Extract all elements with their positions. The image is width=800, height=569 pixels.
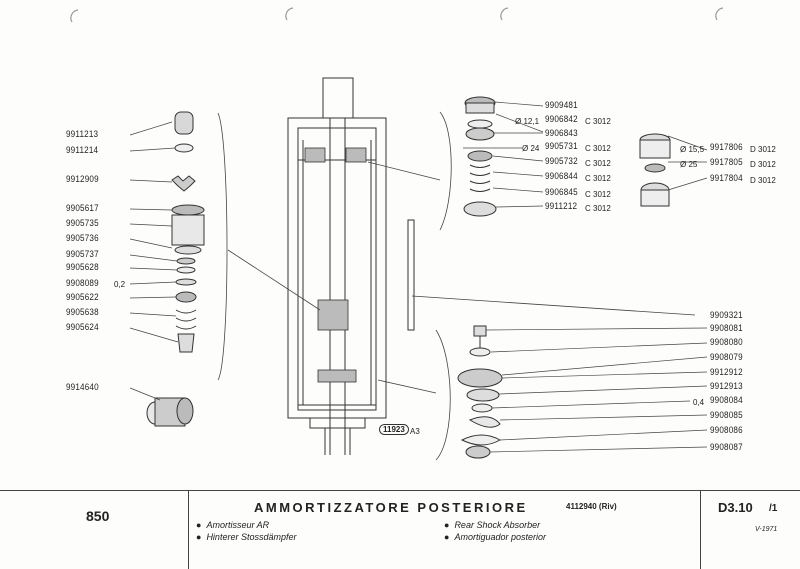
part-number: 9908089 bbox=[66, 278, 99, 288]
group-leaders bbox=[217, 111, 696, 461]
star-washer-part bbox=[171, 175, 196, 192]
bottom-leader-lines bbox=[485, 327, 708, 453]
drawing-stamp: 11923 bbox=[379, 424, 409, 435]
part-number: 9909481 bbox=[545, 100, 578, 110]
part-number: 9905624 bbox=[66, 322, 99, 332]
left-parts-drawings bbox=[146, 111, 205, 427]
drawing-ref: D 3012 bbox=[750, 145, 776, 154]
drawing-ref: C 3012 bbox=[585, 174, 611, 183]
part-number: 9908079 bbox=[710, 352, 743, 362]
part-number: 9906843 bbox=[545, 128, 578, 138]
part-dimension: Ø 12,1 bbox=[515, 117, 540, 126]
part-number: 9908087 bbox=[710, 442, 743, 452]
top-leader-lines bbox=[463, 101, 544, 208]
part-dimension: 0,4 bbox=[693, 398, 705, 407]
part-number: 9908086 bbox=[710, 425, 743, 435]
drawing-ref: C 3012 bbox=[585, 190, 611, 199]
model-number: 850 bbox=[86, 508, 110, 524]
sheet-number: D3.10 bbox=[718, 500, 753, 515]
drawing-ref: C 3012 bbox=[585, 117, 611, 126]
part-number: 9911214 bbox=[66, 145, 99, 155]
part-number: 9905735 bbox=[66, 218, 99, 228]
guide-body-part bbox=[171, 214, 205, 246]
drawing-ref: C 3012 bbox=[585, 204, 611, 213]
part-number: 9906845 bbox=[545, 187, 578, 197]
issue-date: V-1971 bbox=[755, 526, 778, 533]
translation-es: ●Amortiguador posterior bbox=[444, 532, 546, 542]
valve-leader-lines bbox=[667, 135, 708, 191]
translation-de: ●Hinterer Stossdämpfer bbox=[196, 532, 297, 542]
bushing-part bbox=[174, 111, 194, 135]
page-title: AMMORTIZZATORE POSTERIORE bbox=[254, 500, 528, 515]
part-number: 9914640 bbox=[66, 382, 99, 392]
left-leader-lines bbox=[129, 121, 179, 401]
part-number: 9917805 bbox=[710, 157, 743, 167]
translation-en: ●Rear Shock Absorber bbox=[444, 520, 541, 530]
drawing-ref: D 3012 bbox=[750, 176, 776, 185]
part-number: 9912909 bbox=[66, 174, 99, 184]
part-number: 9911213 bbox=[66, 129, 99, 139]
cross-section-hatching bbox=[304, 147, 367, 383]
part-number: 9909321 bbox=[710, 310, 743, 320]
part-number: 9912912 bbox=[710, 367, 743, 377]
part-number: 9905617 bbox=[66, 203, 99, 213]
part-number: 9908084 bbox=[710, 395, 743, 405]
title-subcode: 4112940 (Riv) bbox=[566, 502, 617, 511]
part-number: 9908081 bbox=[710, 323, 743, 333]
top-stack-drawings bbox=[463, 96, 497, 217]
part-dimension: Ø 25 bbox=[680, 160, 698, 169]
part-number: 9906844 bbox=[545, 171, 578, 181]
part-number: 9905638 bbox=[66, 307, 99, 317]
part-number: 9905737 bbox=[66, 249, 99, 259]
part-dimension: Ø 15,5 bbox=[680, 145, 705, 154]
valve-cone-part bbox=[177, 333, 195, 353]
part-number: 9912913 bbox=[710, 381, 743, 391]
drawing-ref: D 3012 bbox=[750, 160, 776, 169]
part-number: 9908085 bbox=[710, 410, 743, 420]
part-number: 9917804 bbox=[710, 173, 743, 183]
drawing-ref: C 3012 bbox=[585, 159, 611, 168]
spring-part bbox=[175, 309, 197, 330]
bottom-stack-drawings bbox=[457, 325, 503, 459]
washer-part bbox=[174, 143, 194, 153]
title-block bbox=[0, 490, 800, 569]
part-dimension: Ø 24 bbox=[522, 144, 540, 153]
part-number: 9908080 bbox=[710, 337, 743, 347]
part-number: 9906842 bbox=[545, 114, 578, 124]
part-dimension: 0,2 bbox=[114, 280, 126, 289]
punch-holes bbox=[70, 7, 724, 23]
pin-rod bbox=[407, 219, 415, 331]
silent-block-part bbox=[146, 397, 194, 427]
part-number: 9911212 bbox=[545, 201, 578, 211]
part-number: 9905736 bbox=[66, 233, 99, 243]
translation-fr: ●Amortisseur AR bbox=[196, 520, 270, 530]
part-number: 9905628 bbox=[66, 262, 99, 272]
shock-cross-section bbox=[287, 77, 387, 455]
sheet-fraction: /1 bbox=[769, 503, 778, 514]
part-number: 9905731 bbox=[545, 141, 578, 151]
part-number: 9905622 bbox=[66, 292, 99, 302]
part-number: 9917806 bbox=[710, 142, 743, 152]
drawing-ref: C 3012 bbox=[585, 144, 611, 153]
drawing-stamp-suffix: A3 bbox=[410, 427, 420, 436]
part-number: 9905732 bbox=[545, 156, 578, 166]
guide-ring-part bbox=[171, 204, 205, 216]
valve-subgroup-drawings bbox=[639, 133, 671, 207]
